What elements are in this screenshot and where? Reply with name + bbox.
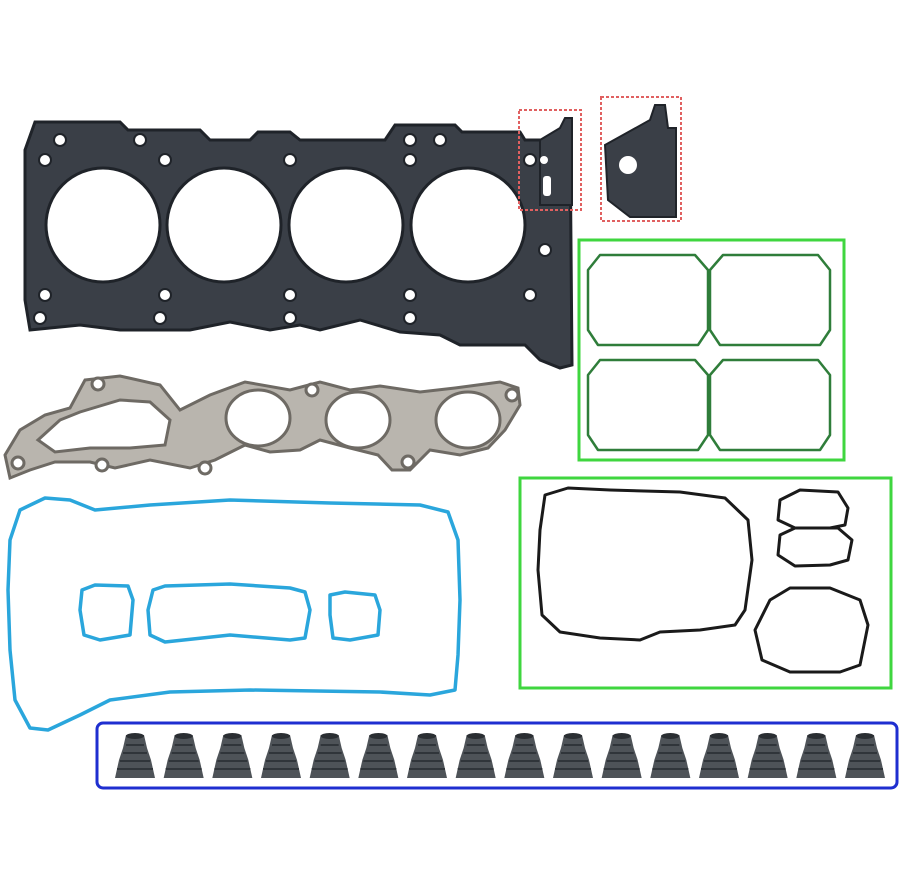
- exhaust-manifold-gasket: [3, 374, 522, 481]
- bolt-hole: [283, 311, 297, 325]
- bolt-hole: [403, 311, 417, 325]
- valve-stem-seal: [115, 733, 155, 778]
- bolt-hole: [53, 133, 67, 147]
- valve-stem-seal: [358, 733, 399, 778]
- cylinder-head-gasket: [23, 120, 574, 370]
- head-gasket-bolt-holes: [33, 133, 552, 325]
- valve-stem-seal: [601, 733, 642, 778]
- bolt-hole: [133, 133, 147, 147]
- valve-stem-seal: [163, 733, 204, 778]
- black-gasket-frame: [518, 476, 893, 690]
- bolt-hole: [403, 153, 417, 167]
- head-gasket-detail-insert: [518, 109, 582, 211]
- bolt-hole: [158, 153, 172, 167]
- bolt-hole: [38, 153, 52, 167]
- head-gasket-cylinder-bores: [44, 166, 527, 284]
- valve-stem-seal: [407, 733, 447, 778]
- valve-stem-seal: [650, 733, 691, 778]
- bolt-hole: [38, 288, 52, 302]
- valve-stem-seal: [796, 733, 837, 778]
- bolt-hole: [283, 153, 297, 167]
- bolt-hole: [153, 311, 167, 325]
- bolt-hole: [158, 288, 172, 302]
- bolt-hole: [33, 311, 47, 325]
- timing-cover-gaskets: [518, 476, 893, 690]
- valve-stem-seal: [845, 733, 885, 778]
- intake-gasket-frame: [577, 238, 846, 462]
- bolt-hole: [403, 288, 417, 302]
- bolt-hole: [538, 243, 552, 257]
- bolt-hole: [283, 288, 297, 302]
- valve-stem-seal: [455, 733, 496, 778]
- valve-stem-seal: [212, 733, 253, 778]
- bolt-hole: [523, 153, 537, 167]
- manifold-gasket-ports: [35, 388, 502, 454]
- valve-stem-seal: [553, 733, 593, 778]
- valve-stem-seal: [309, 733, 350, 778]
- bolt-hole: [523, 288, 537, 302]
- valve-cover-gasket: [6, 496, 462, 732]
- head-gasket-detail-insert-enlarged: [600, 96, 682, 222]
- manifold-gasket-bolt-holes: [10, 376, 520, 476]
- bolt-hole: [433, 133, 447, 147]
- valve-stem-seal: [699, 733, 739, 778]
- valve-seal-frame: [95, 721, 899, 790]
- bolt-hole: [403, 133, 417, 147]
- valve-stem-seal: [504, 733, 545, 778]
- valve-stem-seal: [261, 733, 301, 778]
- valve-stem-seal: [747, 733, 788, 778]
- intake-manifold-gaskets: [577, 238, 846, 462]
- valve-stem-seals: [95, 721, 899, 790]
